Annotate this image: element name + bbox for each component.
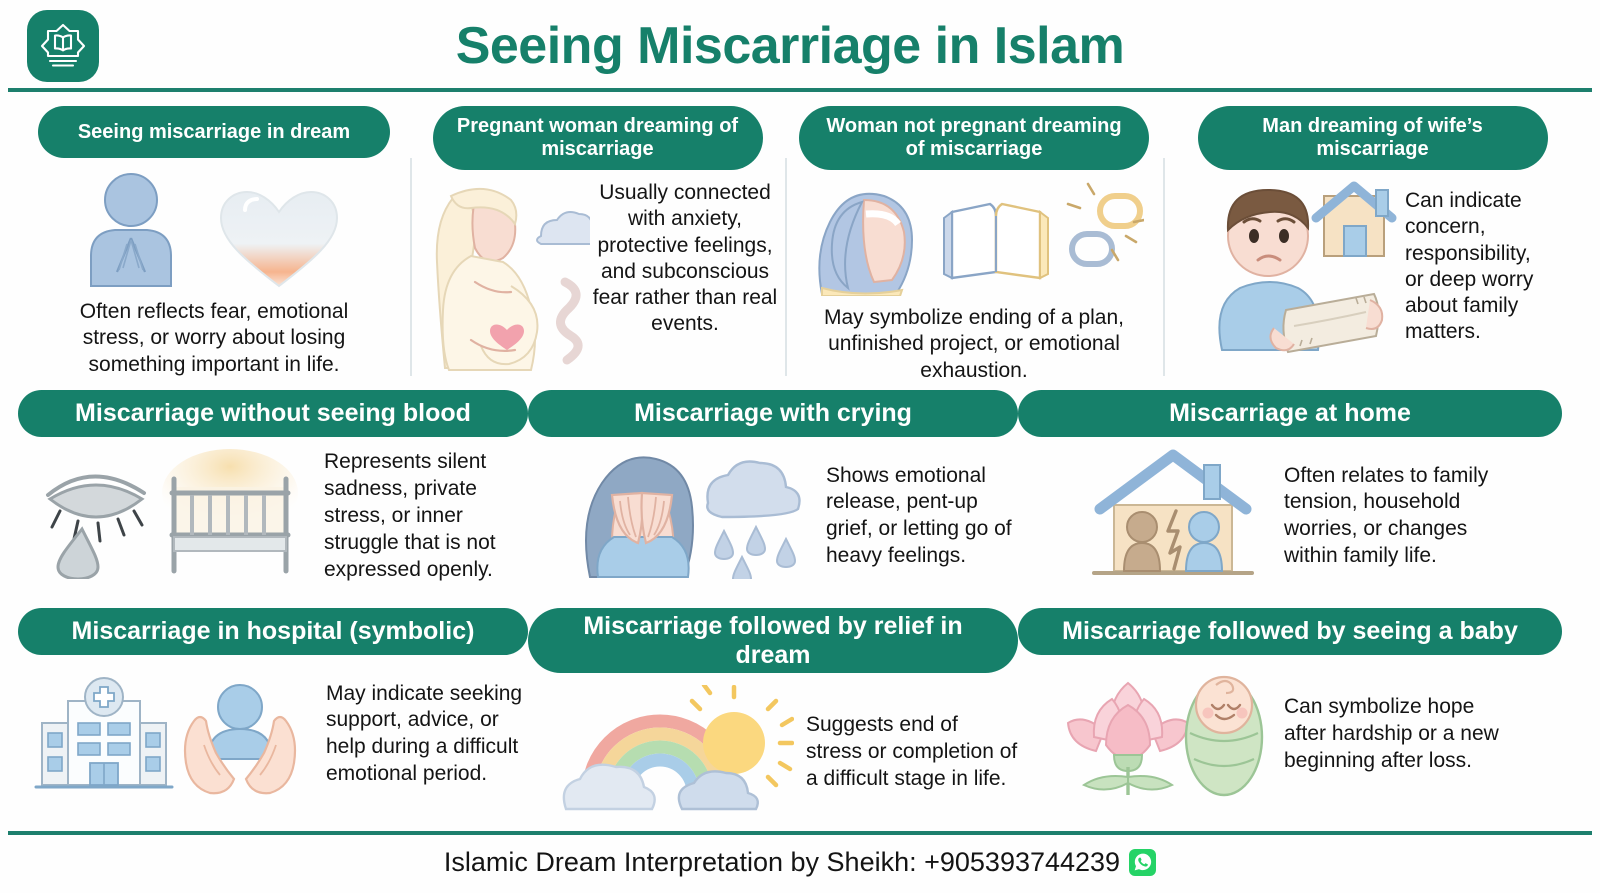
header-divider: [8, 88, 1592, 92]
card-illustration: [804, 178, 1146, 301]
fading-heart-icon: [219, 190, 339, 288]
quran-book-star-icon: [27, 10, 99, 82]
header: Seeing Miscarriage in Islam: [0, 0, 1600, 92]
pregnant-woman-icon: [435, 187, 539, 371]
card-title: Miscarriage with crying: [528, 390, 1018, 437]
card-man-dreaming-of-wife-miscarriage[interactable]: Man dreaming of wife’s miscarriage: [1163, 106, 1582, 384]
row-1: Seeing miscarriage in dream: [0, 92, 1600, 384]
rain-cloud-icon: [706, 460, 801, 586]
lotus-flower-icon: [1066, 681, 1190, 795]
card-description: Often relates to family tension, househo…: [1284, 463, 1489, 568]
smoke-swirl-icon: [556, 277, 583, 365]
card-miscarriage-in-hospital[interactable]: Miscarriage in hospital (symbolic): [18, 608, 528, 820]
card-description: Often reflects fear, emotional stress, o…: [79, 300, 349, 376]
crib-icon: [162, 448, 298, 574]
row-2: Miscarriage without seeing blood: [0, 384, 1600, 602]
footer: Islamic Dream Interpretation by Sheikh: …: [0, 831, 1600, 893]
rainbow-sun-clouds-icon: [562, 682, 795, 811]
praying-person-icon: [90, 173, 172, 287]
card-illustration: [40, 448, 310, 584]
broken-chain-icon: [1066, 182, 1146, 267]
footer-contact-text: Islamic Dream Interpretation by Sheikh: …: [443, 846, 1121, 877]
whatsapp-icon[interactable]: [1129, 848, 1157, 876]
card-title: Miscarriage followed by relief in dream: [528, 608, 1018, 673]
house-icon: [1311, 181, 1397, 257]
card-description: Shows emotional release, pent-up grief, …: [826, 463, 1012, 568]
crying-eye-icon: [46, 474, 146, 581]
swaddled-baby-icon: [1184, 675, 1264, 796]
card-title: Miscarriage without seeing blood: [18, 390, 528, 437]
card-illustration: [69, 168, 359, 293]
card-title: Woman not pregnant dreaming of miscarria…: [799, 106, 1149, 170]
supporting-hands-icon: [183, 683, 297, 795]
hijab-woman-icon: [818, 192, 914, 297]
card-description: Usually connected with anxiety, protecti…: [592, 181, 778, 336]
crying-woman-icon: [585, 456, 694, 578]
house-with-two-people-icon: [1092, 449, 1254, 575]
page-title: Seeing Miscarriage in Islam: [455, 17, 1125, 75]
card-description: Represents silent sadness, private stres…: [324, 450, 496, 581]
card-title: Miscarriage at home: [1018, 390, 1562, 437]
card-seeing-miscarriage-in-dream[interactable]: Seeing miscarriage in dream: [18, 106, 410, 384]
card-illustration: [554, 682, 795, 820]
card-title: Pregnant woman dreaming of miscarriage: [432, 106, 763, 170]
card-miscarriage-without-blood[interactable]: Miscarriage without seeing blood: [18, 390, 528, 602]
card-miscarriage-at-home[interactable]: Miscarriage at home: [1018, 390, 1562, 602]
card-illustration: [572, 449, 810, 586]
card-illustration: [1048, 667, 1268, 802]
card-title: Seeing miscarriage in dream: [38, 106, 390, 158]
open-book-icon: [943, 202, 1049, 280]
card-title: Man dreaming of wife’s miscarriage: [1197, 106, 1548, 170]
card-miscarriage-followed-by-baby[interactable]: Miscarriage followed by seeing a baby: [1018, 608, 1562, 820]
card-miscarriage-with-crying[interactable]: Miscarriage with crying: [528, 390, 1018, 602]
document-icon: [1269, 292, 1384, 354]
card-description: Suggests end of stress or completion of …: [806, 713, 1018, 790]
card-title: Miscarriage followed by seeing a baby: [1018, 608, 1562, 655]
card-illustration: [1080, 449, 1266, 584]
card-description: May symbolize ending of a plan, unfinish…: [824, 306, 1124, 382]
card-illustration: [415, 178, 600, 379]
card-pregnant-woman-dreaming[interactable]: Pregnant woman dreaming of miscarriage: [410, 106, 785, 384]
hospital-icon: [34, 676, 174, 789]
row-3: Miscarriage in hospital (symbolic): [0, 602, 1600, 820]
card-illustration: [1190, 178, 1405, 363]
cloud-icon: [536, 211, 600, 245]
card-illustration: [34, 667, 314, 802]
card-title: Miscarriage in hospital (symbolic): [18, 608, 528, 655]
card-description: Can indicate concern, responsibility, or…: [1405, 189, 1534, 344]
card-woman-not-pregnant-dreaming[interactable]: Woman not pregnant dreaming of miscarria…: [785, 106, 1163, 384]
card-description: May indicate seeking support, advice, or…: [326, 681, 523, 786]
footer-divider: [8, 831, 1592, 835]
card-description: Can symbolize hope after hardship or a n…: [1284, 694, 1499, 772]
card-miscarriage-followed-by-relief[interactable]: Miscarriage followed by relief in dream: [528, 608, 1018, 820]
